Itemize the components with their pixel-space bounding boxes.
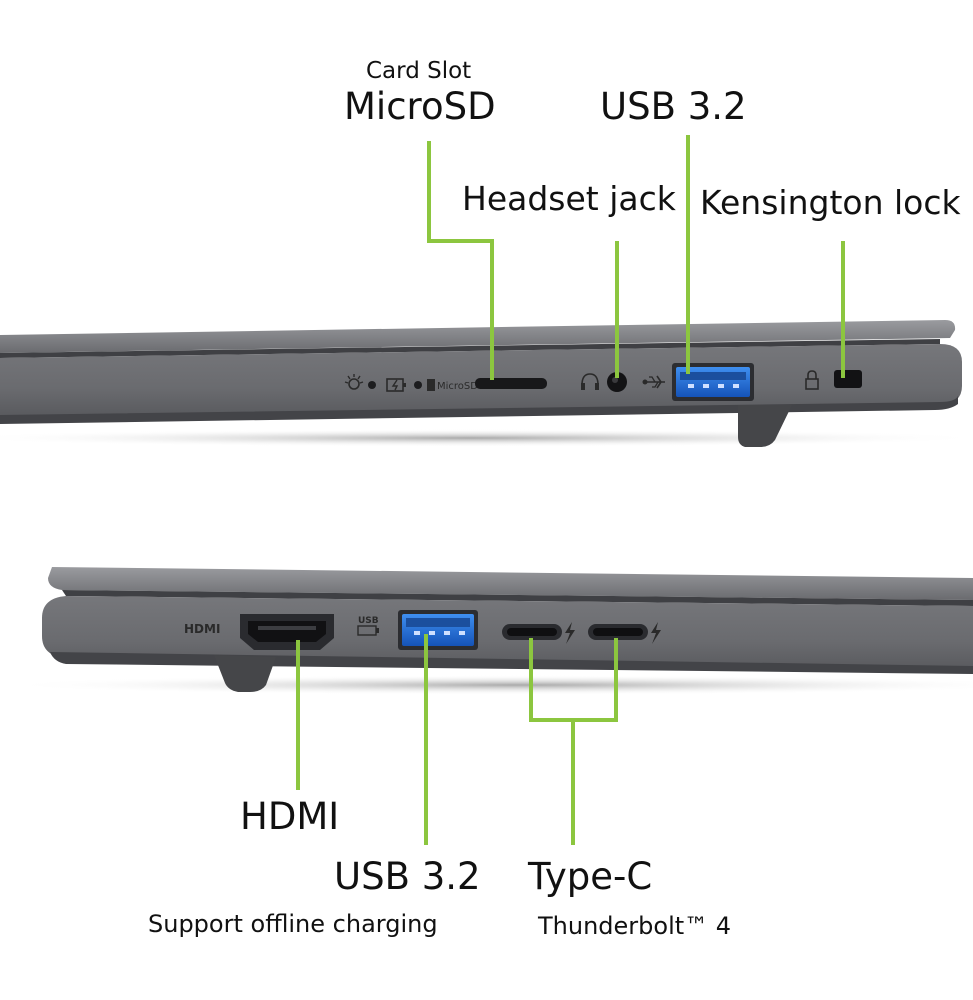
battery-charge-icon [386, 378, 406, 392]
battery-led [414, 381, 422, 389]
headset-jack-label: Headset jack [462, 179, 676, 218]
card-slot-caption: Card Slot [366, 58, 472, 84]
kensington-lock-slot [834, 370, 862, 388]
lock-icon [805, 370, 819, 390]
usb-bottom-sublabel: Support offline charging [148, 910, 438, 938]
usb-icon [642, 375, 665, 389]
top-leader-lines [427, 135, 845, 380]
top-shadow [0, 429, 973, 447]
microsd-label: MicroSD [344, 85, 496, 128]
thunderbolt-icon [651, 622, 661, 644]
bottom-laptop-side: HDMI USB [0, 567, 973, 695]
top-laptop-side: MicroSD [0, 320, 973, 447]
headset-icon [581, 373, 599, 390]
hdmi-label: HDMI [240, 795, 340, 838]
top-foot [738, 405, 792, 447]
kensington-lock-label: Kensington lock [700, 183, 961, 222]
usb-top-label: USB 3.2 [600, 85, 747, 128]
bottom-lid [48, 567, 973, 600]
power-led [368, 381, 376, 389]
microsd-slot [475, 378, 547, 389]
hdmi-engraving: HDMI [184, 622, 220, 636]
thunderbolt-icon [565, 622, 575, 644]
top-lid [0, 320, 956, 353]
usb-bottom-label: USB 3.2 [334, 855, 481, 898]
leader-type-c [529, 638, 618, 845]
lightbulb-icon [344, 374, 364, 390]
microsd-engraving: MicroSD [437, 381, 478, 392]
type-c-label: Type-C [528, 855, 653, 898]
bottom-foot [214, 655, 276, 692]
svg-text:USB: USB [358, 616, 379, 626]
sd-card-icon [427, 379, 435, 391]
bottom-leader-lines [296, 634, 618, 845]
leader-microsd [427, 141, 494, 380]
bottom-shadow [0, 675, 973, 695]
type-c-sublabel: Thunderbolt™ 4 [538, 912, 732, 940]
usb-charge-icon: USB [357, 616, 379, 636]
